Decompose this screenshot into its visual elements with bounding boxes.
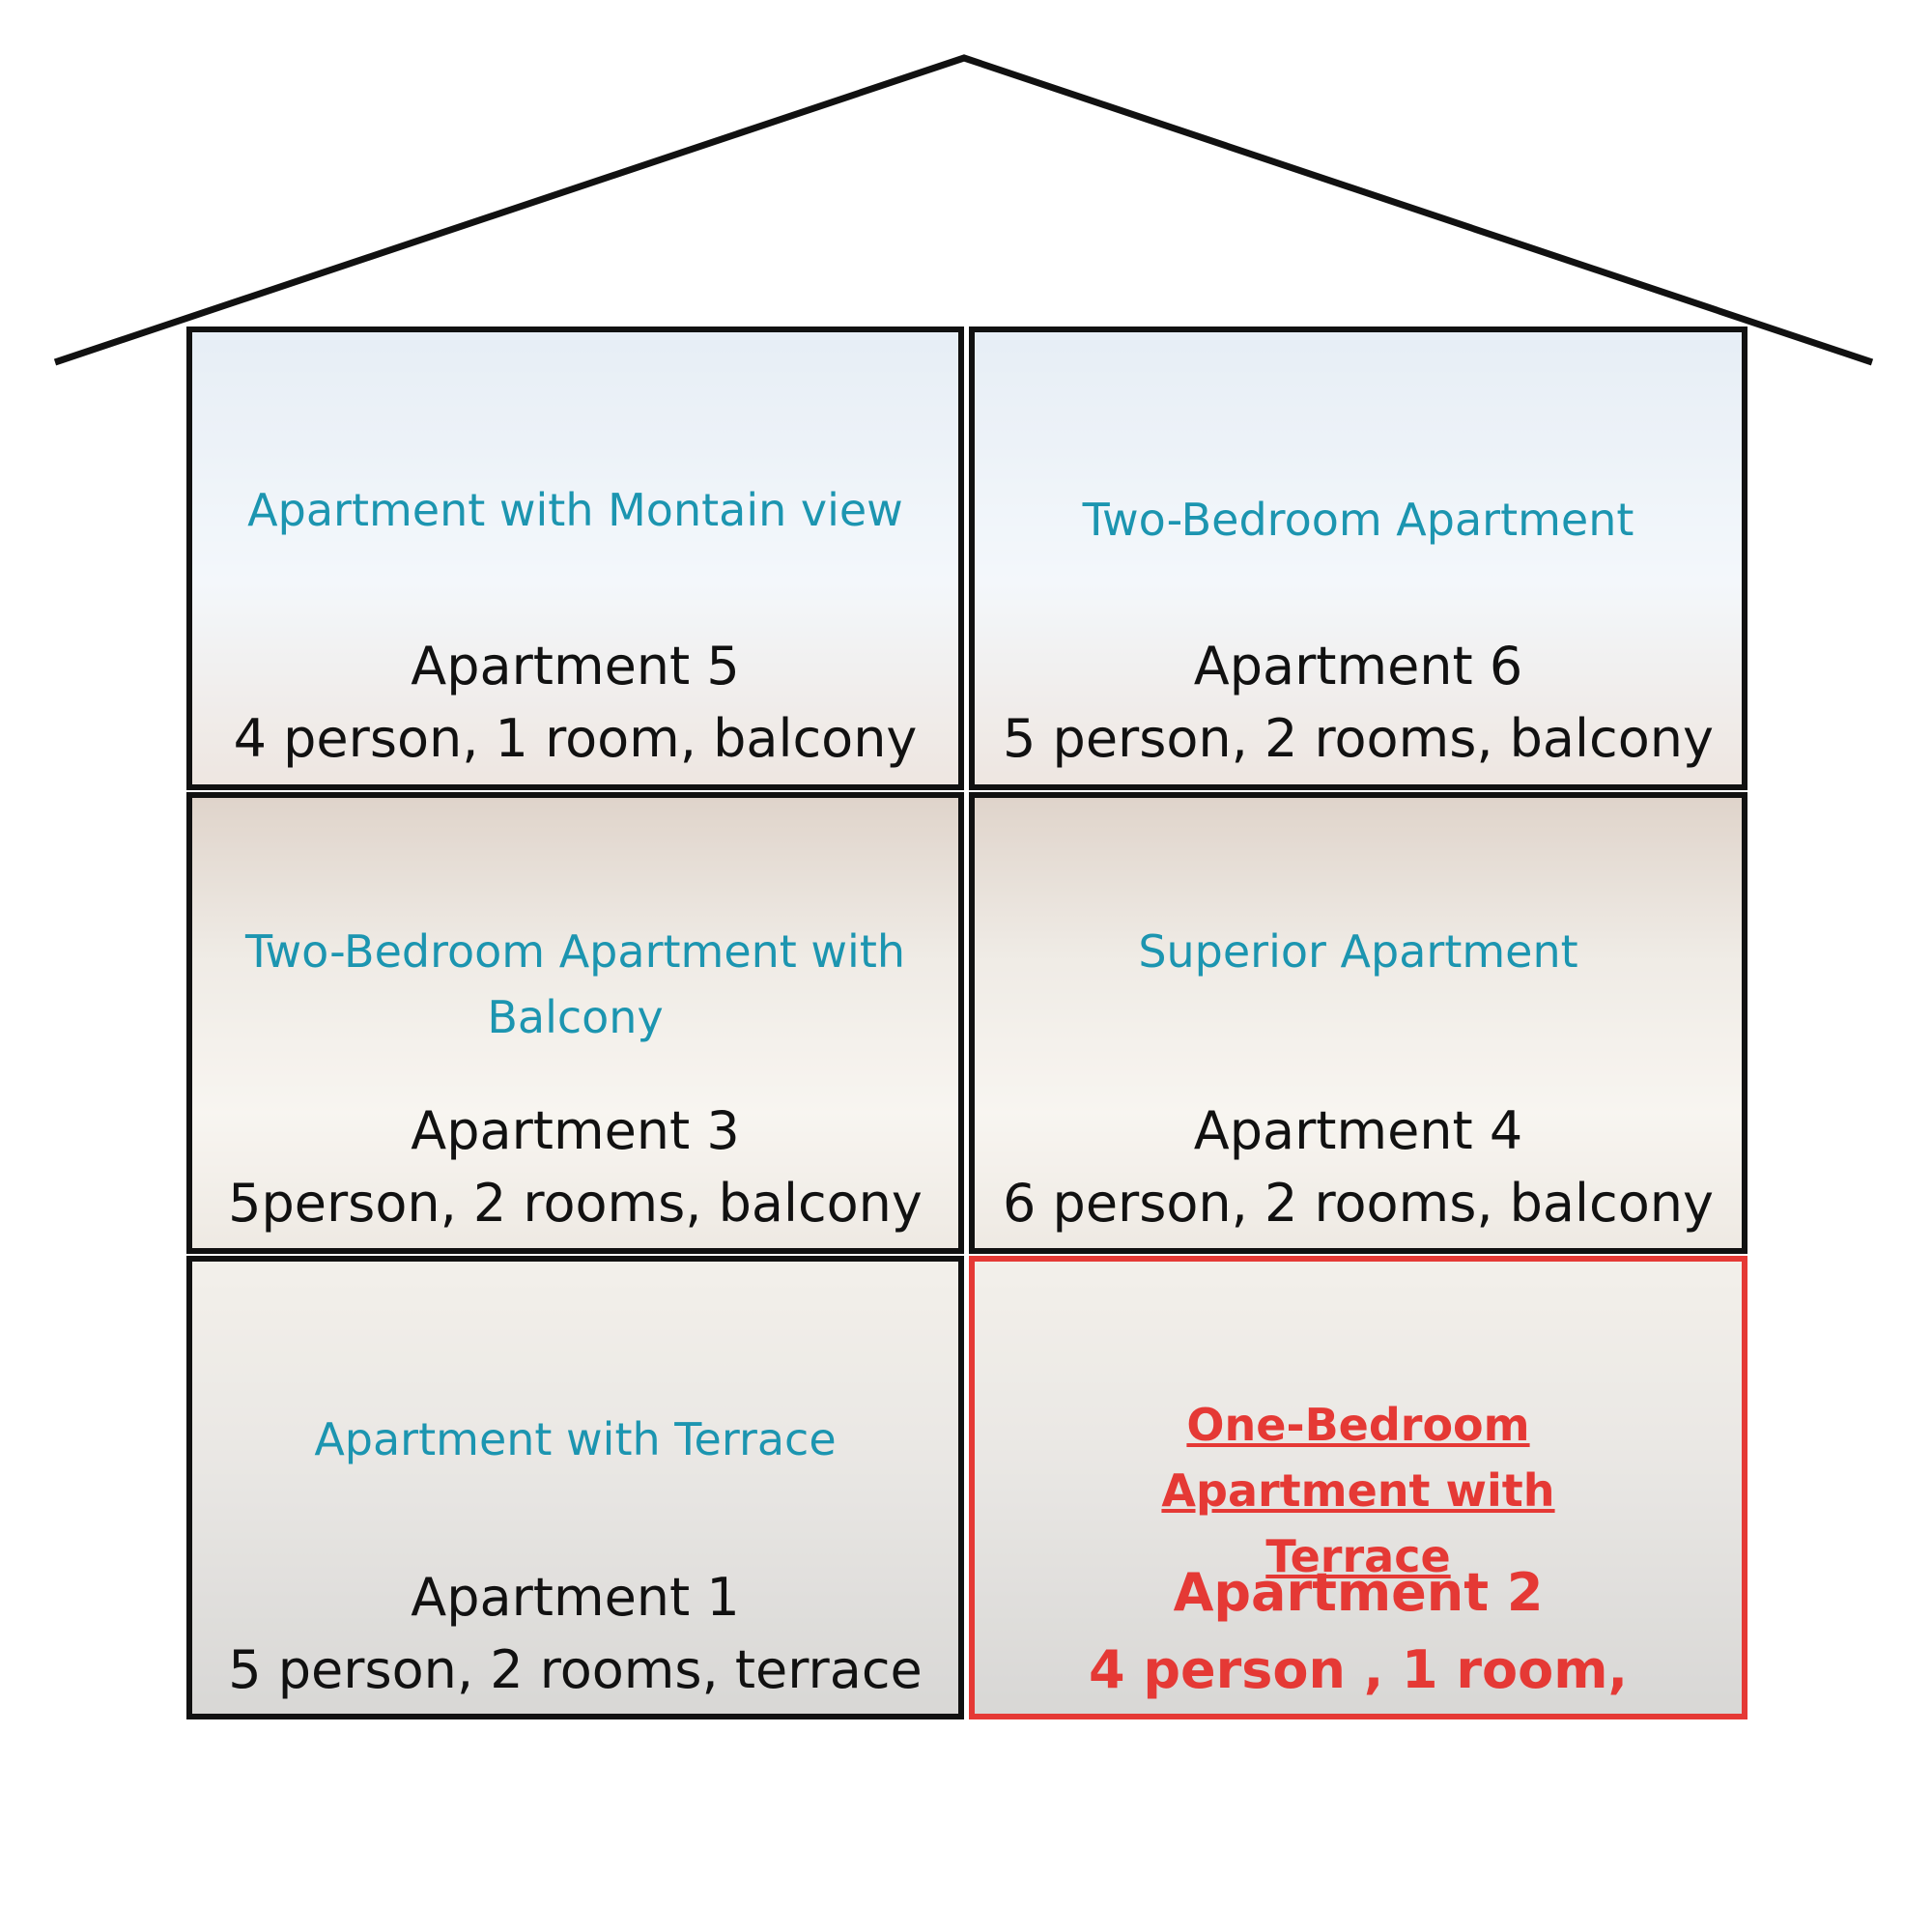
apartment-subtitle: Two-Bedroom Apartment with Balcony xyxy=(244,925,906,1043)
apartment-subtitle: Apartment with Terrace xyxy=(314,1413,837,1465)
apartment-details: 5person, 2 rooms, balcony xyxy=(228,1173,923,1234)
apartment-name: Apartment 5 xyxy=(411,636,740,696)
apartment-subtitle: One-Bedroom Apartment with Terrace xyxy=(1161,1399,1555,1582)
apartment-2-cell-highlighted[interactable]: One-Bedroom Apartment with Terrace Apart… xyxy=(969,1256,1747,1719)
apartment-name: Apartment 4 xyxy=(1193,1100,1523,1161)
apartment-name: Apartment 2 xyxy=(1173,1562,1544,1623)
apartment-subtitle: Apartment with Montain view xyxy=(247,484,903,536)
apartment-details: 4 person, 1 room, balcony xyxy=(233,708,918,769)
apartment-name: Apartment 1 xyxy=(411,1567,740,1628)
apartment-subtitle: Two-Bedroom Apartment xyxy=(1082,494,1634,546)
apartment-name: Apartment 6 xyxy=(1193,636,1523,696)
apartment-details: 5 person, 2 rooms, terrace xyxy=(228,1639,923,1700)
apartment-4-cell[interactable]: Superior Apartment Apartment 4 6 person,… xyxy=(969,792,1747,1254)
apartment-details: 5 person, 2 rooms, balcony xyxy=(1003,708,1714,769)
apartment-details: 6 person, 2 rooms, balcony xyxy=(1003,1173,1714,1234)
apartment-6-cell[interactable]: Two-Bedroom Apartment Apartment 6 5 pers… xyxy=(969,327,1747,790)
apartment-1-cell[interactable]: Apartment with Terrace Apartment 1 5 per… xyxy=(186,1256,964,1719)
apartment-details: 4 person , 1 room, terrace xyxy=(1088,1639,1629,1714)
apartment-5-cell[interactable]: Apartment with Montain view Apartment 5 … xyxy=(186,327,964,790)
apartment-name: Apartment 3 xyxy=(411,1100,740,1161)
apartment-3-cell[interactable]: Two-Bedroom Apartment with Balcony Apart… xyxy=(186,792,964,1254)
apartment-subtitle: Superior Apartment xyxy=(1138,925,1578,978)
